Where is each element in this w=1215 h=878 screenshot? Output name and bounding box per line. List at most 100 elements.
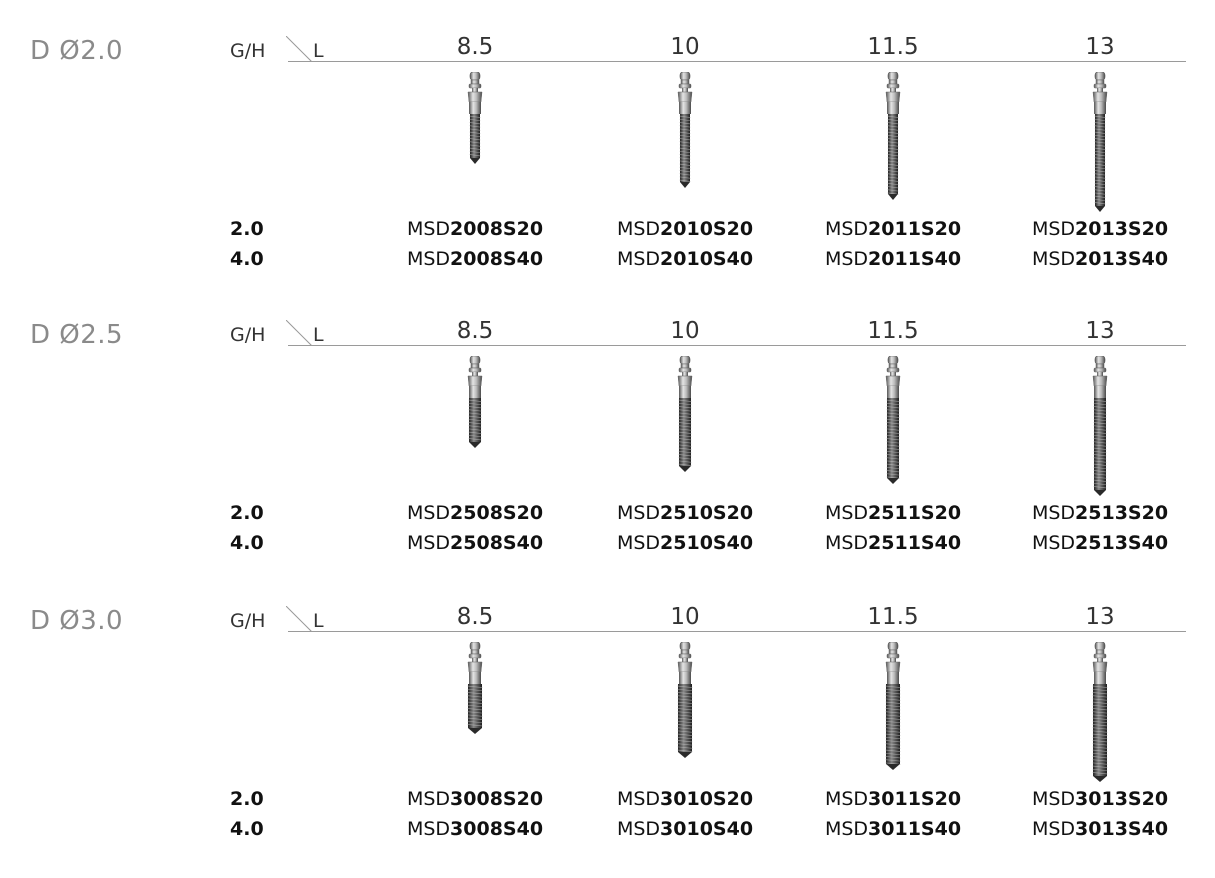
- screw-image: [675, 355, 695, 476]
- product-code: MSD2013S20: [1000, 218, 1200, 240]
- product-code-prefix: MSD: [616, 218, 661, 240]
- gh-value: 2.0: [230, 218, 264, 240]
- product-code-prefix: MSD: [824, 818, 869, 840]
- gh-header-label: G/H: [230, 610, 266, 632]
- product-code: MSD3010S40: [585, 818, 785, 840]
- product-code-prefix: MSD: [1031, 532, 1076, 554]
- screw-icon: [677, 71, 693, 188]
- screw-image: [1090, 71, 1110, 216]
- header-rule: [288, 345, 1186, 346]
- length-header: 13: [1085, 318, 1115, 344]
- screw-icon: [1092, 71, 1108, 212]
- product-code-suffix: 2010S40: [660, 248, 754, 270]
- product-code: MSD2510S40: [585, 532, 785, 554]
- product-code-suffix: 2513S20: [1075, 502, 1169, 524]
- length-header: 10: [670, 604, 700, 630]
- length-header: 11.5: [867, 604, 919, 630]
- product-code-prefix: MSD: [824, 502, 869, 524]
- product-code-prefix: MSD: [406, 218, 451, 240]
- l-header-label: L: [313, 610, 324, 632]
- product-code-prefix: MSD: [1031, 248, 1076, 270]
- product-code: MSD2011S20: [793, 218, 993, 240]
- screw-icon: [1091, 641, 1109, 782]
- product-code: MSD2508S20: [375, 502, 575, 524]
- product-code-prefix: MSD: [406, 502, 451, 524]
- screw-icon: [467, 355, 483, 448]
- product-code-suffix: 2008S20: [450, 218, 544, 240]
- gh-header-label: G/H: [230, 40, 266, 62]
- screw-image: [883, 355, 903, 488]
- product-code-prefix: MSD: [616, 818, 661, 840]
- product-code-suffix: 3008S40: [450, 818, 544, 840]
- product-code-suffix: 3013S40: [1075, 818, 1169, 840]
- product-code-prefix: MSD: [616, 788, 661, 810]
- product-code-prefix: MSD: [616, 248, 661, 270]
- header-rule: [288, 61, 1186, 62]
- product-code: MSD2013S40: [1000, 248, 1200, 270]
- product-code-prefix: MSD: [824, 248, 869, 270]
- product-code-prefix: MSD: [406, 818, 451, 840]
- product-code-suffix: 2011S20: [868, 218, 962, 240]
- product-code: MSD3011S40: [793, 818, 993, 840]
- product-code-suffix: 3013S20: [1075, 788, 1169, 810]
- product-code-suffix: 2010S20: [660, 218, 754, 240]
- product-code: MSD2008S20: [375, 218, 575, 240]
- product-code-prefix: MSD: [1031, 788, 1076, 810]
- screw-image: [465, 71, 485, 168]
- product-code-suffix: 2513S40: [1075, 532, 1169, 554]
- product-code: MSD2513S40: [1000, 532, 1200, 554]
- screw-icon: [885, 71, 901, 200]
- product-code-suffix: 3010S40: [660, 818, 754, 840]
- product-code-suffix: 2013S20: [1075, 218, 1169, 240]
- length-header: 8.5: [456, 604, 494, 630]
- length-header: 8.5: [456, 318, 494, 344]
- product-code-prefix: MSD: [1031, 502, 1076, 524]
- screw-icon: [466, 641, 484, 734]
- product-code-suffix: 2011S40: [868, 248, 962, 270]
- gh-header-label: G/H: [230, 324, 266, 346]
- product-code-suffix: 2510S40: [660, 532, 754, 554]
- screw-image: [465, 641, 485, 738]
- screw-image: [675, 71, 695, 192]
- product-code-suffix: 2008S40: [450, 248, 544, 270]
- product-code: MSD3008S40: [375, 818, 575, 840]
- screw-icon: [676, 641, 694, 758]
- l-header-label: L: [313, 324, 324, 346]
- product-code: MSD3010S20: [585, 788, 785, 810]
- product-code: MSD2513S20: [1000, 502, 1200, 524]
- product-code-prefix: MSD: [616, 502, 661, 524]
- length-header: 13: [1085, 604, 1115, 630]
- product-code-prefix: MSD: [406, 788, 451, 810]
- screw-image: [883, 71, 903, 204]
- product-code-prefix: MSD: [824, 218, 869, 240]
- length-header: 11.5: [867, 318, 919, 344]
- product-code: MSD2008S40: [375, 248, 575, 270]
- screw-image: [883, 641, 903, 774]
- gh-value: 4.0: [230, 248, 264, 270]
- product-code: MSD2508S40: [375, 532, 575, 554]
- length-header: 10: [670, 34, 700, 60]
- product-code-suffix: 3011S20: [868, 788, 962, 810]
- screw-image: [465, 355, 485, 452]
- product-code-prefix: MSD: [406, 248, 451, 270]
- length-header: 10: [670, 318, 700, 344]
- product-code-prefix: MSD: [824, 532, 869, 554]
- length-header: 13: [1085, 34, 1115, 60]
- product-code-suffix: 3011S40: [868, 818, 962, 840]
- l-header-label: L: [313, 40, 324, 62]
- diagonal-divider-icon: [286, 606, 312, 632]
- product-code: MSD2011S40: [793, 248, 993, 270]
- product-code: MSD3013S20: [1000, 788, 1200, 810]
- product-code-suffix: 3010S20: [660, 788, 754, 810]
- product-code-prefix: MSD: [616, 532, 661, 554]
- diameter-title: D Ø2.5: [30, 320, 124, 350]
- diagonal-divider-icon: [286, 320, 312, 346]
- product-code-suffix: 2508S20: [450, 502, 544, 524]
- diameter-title: D Ø3.0: [30, 606, 124, 636]
- product-code-prefix: MSD: [406, 532, 451, 554]
- screw-image: [1090, 355, 1110, 500]
- gh-value: 4.0: [230, 818, 264, 840]
